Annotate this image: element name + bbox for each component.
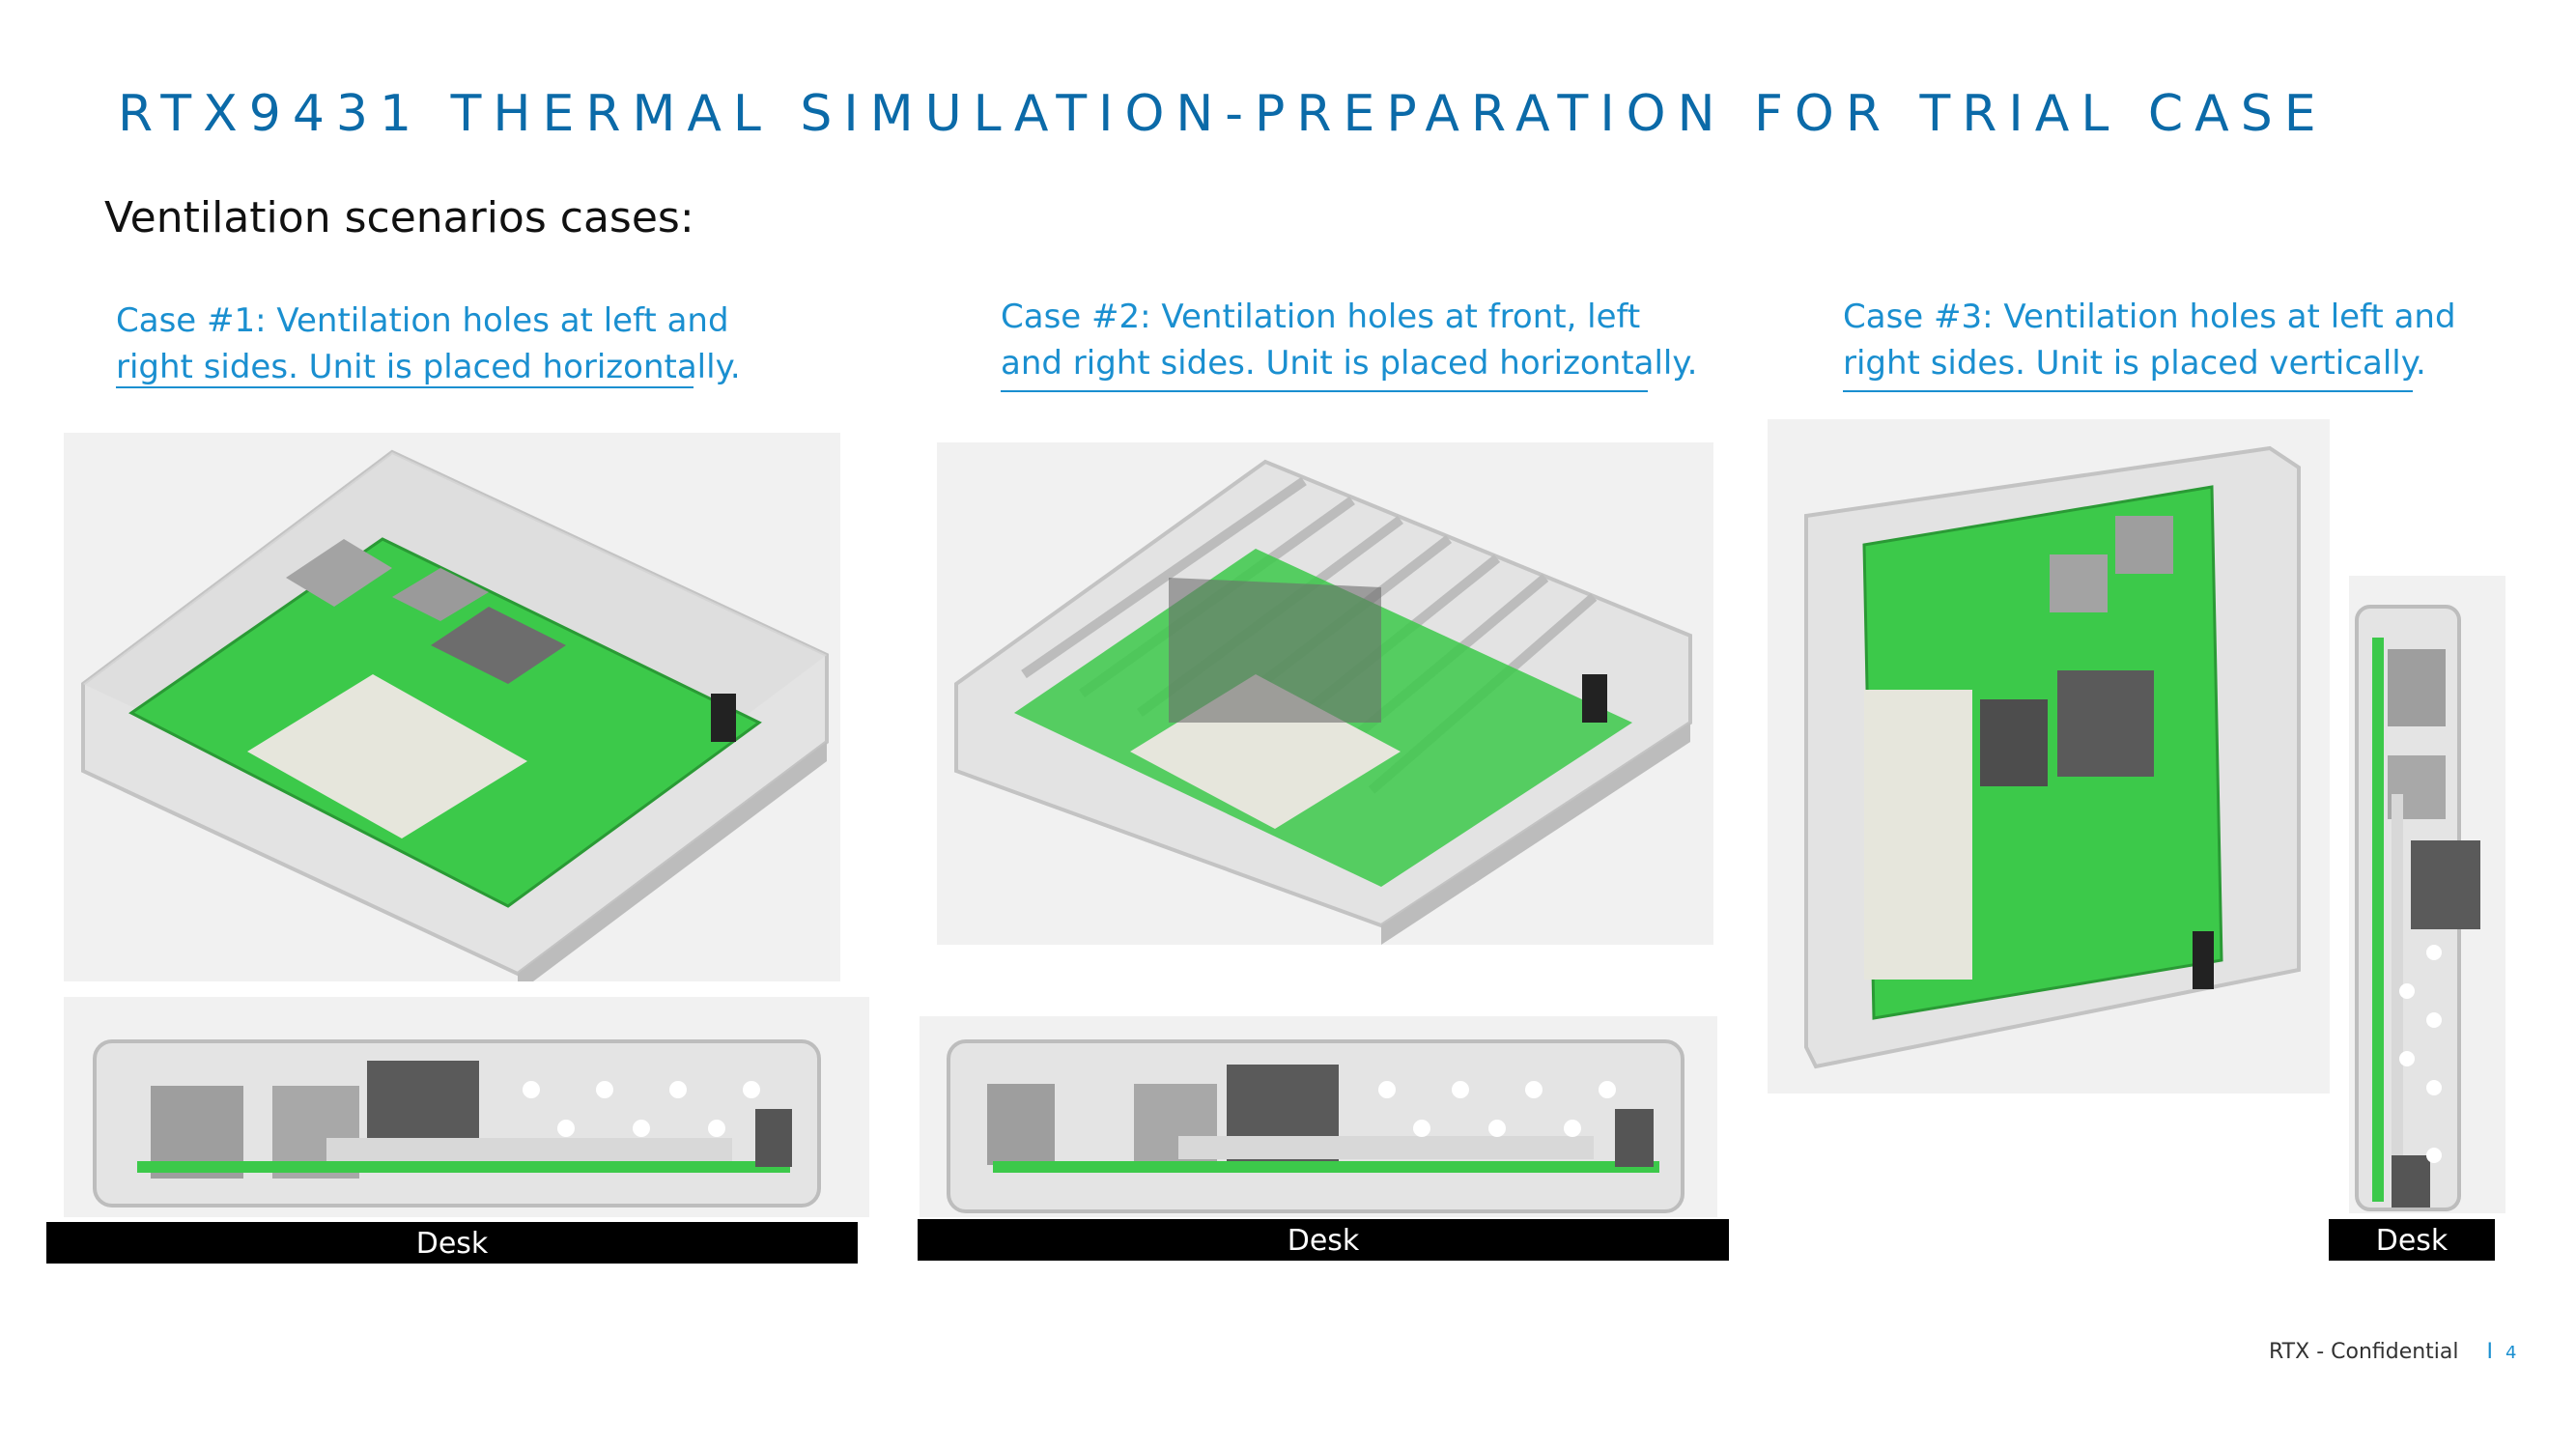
footer-confidential: RTX - Confidential [2269, 1340, 2459, 1364]
case-3-vertical-render [1768, 419, 2330, 1094]
page-title: RTX9431 THERMAL SIMULATION-PREPARATION F… [118, 85, 2328, 143]
case-2-side-view [920, 1016, 1717, 1217]
case-2-line-1: Case #2: Ventilation holes at front, lef… [1001, 298, 1641, 336]
case-3-desk: Desk [2329, 1219, 2495, 1261]
case-2-caption: Case #2: Ventilation holes at front, lef… [1001, 294, 1697, 386]
section-subtitle: Ventilation scenarios cases: [104, 193, 694, 242]
case-3-underline [1843, 390, 2413, 392]
case-2-isometric-render [937, 442, 1713, 945]
case-3-line-1: Case #3: Ventilation holes at left and [1843, 298, 2456, 336]
case-1-line-1: Case #1: Ventilation holes at left and [116, 301, 729, 340]
case-3-line-2: right sides. Unit is placed vertically. [1843, 344, 2426, 383]
page-number: 4 [2505, 1343, 2517, 1363]
case-2-desk: Desk [918, 1219, 1729, 1261]
case-2-underline [1001, 390, 1648, 392]
case-1-side-view [64, 997, 869, 1217]
case-3-caption: Case #3: Ventilation holes at left and r… [1843, 294, 2456, 386]
case-2-line-2: and right sides. Unit is placed horizont… [1001, 344, 1698, 383]
case-1-line-2: right sides. Unit is placed horizontally… [116, 348, 741, 386]
footer: RTX - Confidential I 4 [2269, 1340, 2516, 1364]
case-1-desk: Desk [46, 1222, 858, 1264]
case-1-caption: Case #1: Ventilation holes at left and r… [116, 298, 741, 390]
footer-separator: I [2486, 1340, 2494, 1364]
case-1-isometric-render [64, 433, 840, 981]
case-1-underline [116, 386, 694, 388]
case-3-side-view [2349, 576, 2505, 1213]
